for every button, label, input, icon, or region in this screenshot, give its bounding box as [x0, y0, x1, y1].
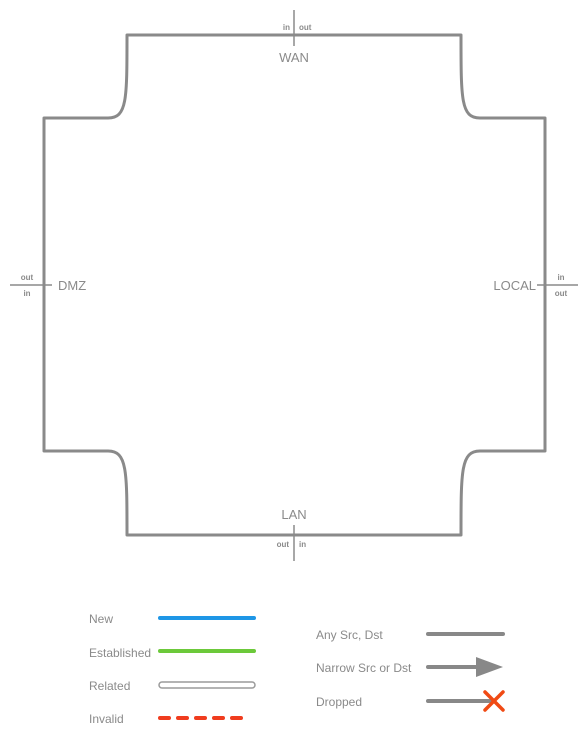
legend-invalid-label: Invalid: [89, 712, 124, 726]
legend-narrow-src-dst-label: Narrow Src or Dst: [316, 661, 412, 675]
legend-narrow-src-dst: Narrow Src or Dst: [316, 657, 503, 677]
arrow-head-icon: [476, 657, 503, 677]
legend-new-label: New: [89, 612, 113, 626]
legend-related-label: Related: [89, 679, 130, 693]
drop-x-icon: [483, 690, 505, 712]
local-port: in out LOCAL: [493, 273, 578, 298]
legend-related: Related: [89, 679, 256, 693]
legend-related-swatch: [158, 681, 256, 689]
dmz-port: out in DMZ: [10, 273, 86, 298]
legend-invalid: Invalid: [89, 712, 251, 726]
lan-port-out-label: out: [277, 540, 290, 549]
wan-zone-label: WAN: [279, 50, 309, 65]
legend-states: New Established Related Invalid: [89, 612, 256, 726]
zone-outline: [42, 33, 547, 537]
wan-port-in-label: in: [283, 23, 290, 32]
legend-any-src-dst-label: Any Src, Dst: [316, 628, 383, 642]
legend-dropped-label: Dropped: [316, 695, 362, 709]
lan-zone-label: LAN: [281, 507, 306, 522]
legend-any-src-dst: Any Src, Dst: [316, 628, 505, 642]
dmz-port-out-label: out: [21, 273, 34, 282]
dmz-zone-label: DMZ: [58, 278, 86, 293]
local-port-out-label: out: [555, 289, 568, 298]
local-zone-label: LOCAL: [493, 278, 536, 293]
local-port-in-label: in: [557, 273, 564, 282]
legend-scopes: Any Src, Dst Narrow Src or Dst Dropped: [316, 628, 505, 712]
wan-port: in out WAN: [279, 10, 312, 65]
legend-new: New: [89, 612, 256, 626]
legend-established: Established: [89, 646, 256, 660]
lan-port: LAN out in: [277, 507, 307, 561]
legend-established-label: Established: [89, 646, 151, 660]
dmz-port-in-label: in: [23, 289, 30, 298]
wan-port-out-label: out: [299, 23, 312, 32]
lan-port-in-label: in: [299, 540, 306, 549]
legend-dropped: Dropped: [316, 690, 505, 712]
